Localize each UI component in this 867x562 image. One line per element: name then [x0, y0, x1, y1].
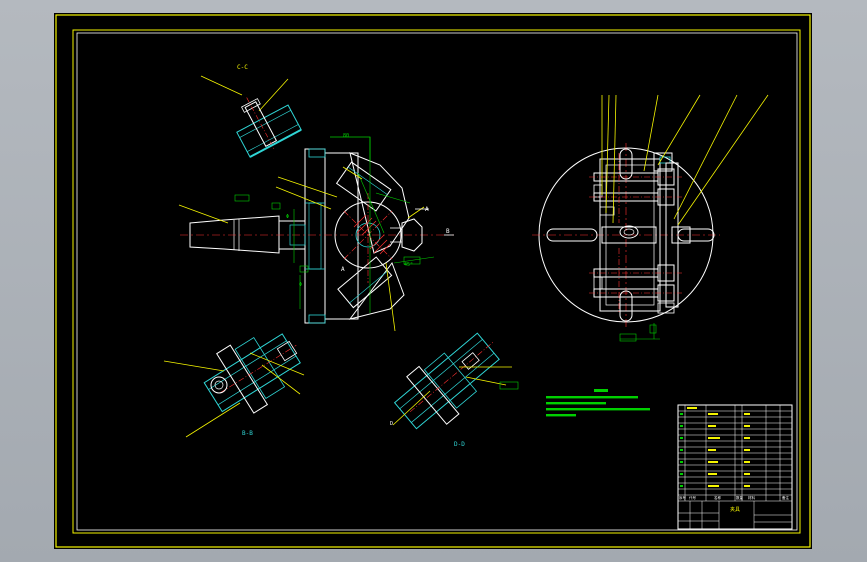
svg-text:Φ: Φ — [286, 214, 289, 220]
section-b-label: B-B — [242, 430, 253, 437]
view-mark-b: B — [446, 228, 450, 235]
drawing-name: 夹具 — [730, 506, 740, 513]
main-section: 80 Φ Φ 45° A B A — [178, 133, 454, 332]
header-name: 名称 — [714, 495, 722, 500]
plan-view — [532, 94, 769, 342]
svg-text:A: A — [425, 206, 429, 213]
border-frame — [76, 32, 798, 531]
section-b-b: B-B — [163, 333, 305, 438]
section-d-d: D D-D — [390, 332, 519, 448]
inner-frame — [72, 29, 801, 534]
svg-text:Φ: Φ — [299, 282, 302, 288]
svg-text:45°: 45° — [404, 262, 413, 268]
technical-notes — [546, 389, 650, 417]
title-block: 序号 代号 名称 数量 材料 备注 夹具 — [677, 404, 793, 530]
header-code: 代号 — [689, 495, 697, 500]
header-material: 材料 — [748, 495, 756, 500]
cad-viewport[interactable]: C-C — [54, 13, 812, 549]
section-c-label: C-C — [237, 64, 248, 71]
section-c-c: C-C — [200, 64, 302, 158]
svg-text:D: D — [390, 421, 393, 427]
header-index: 序号 — [679, 495, 687, 500]
section-d-label: D-D — [454, 441, 465, 448]
header-qty: 数量 — [736, 495, 744, 500]
cad-drawing: C-C — [55, 14, 811, 548]
outer-frame — [55, 14, 811, 548]
header-remark: 备注 — [782, 495, 790, 500]
section-mark-a: A — [341, 266, 345, 273]
svg-text:80: 80 — [343, 133, 349, 139]
